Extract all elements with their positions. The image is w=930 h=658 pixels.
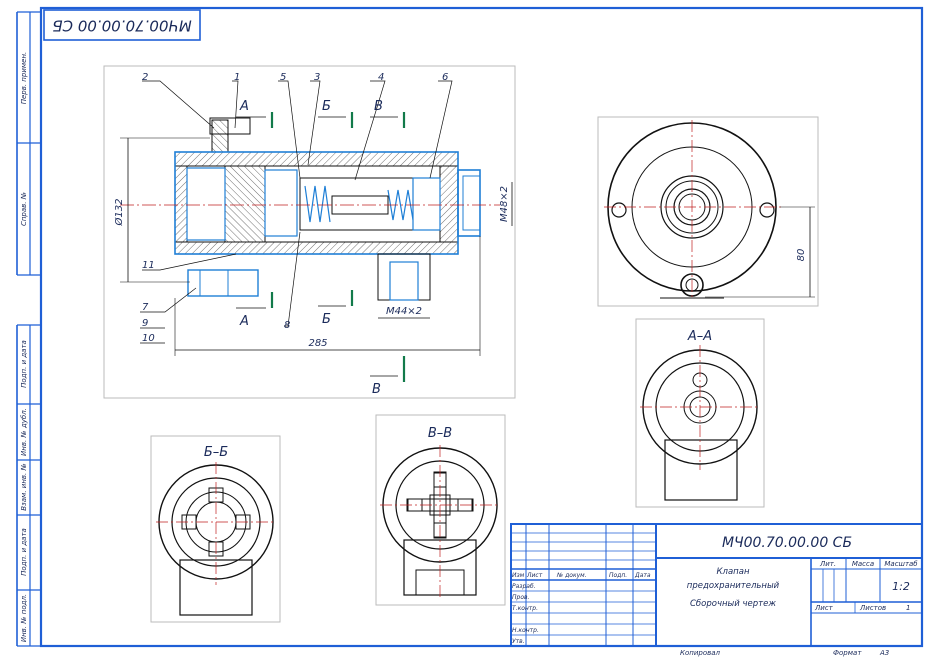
footer-copied: Копировал bbox=[680, 649, 721, 657]
dim-diameter: Ø132 bbox=[113, 199, 125, 227]
col-header-data: Дата bbox=[634, 572, 651, 579]
sheet-frame bbox=[39, 6, 924, 648]
title-name-line-3: Сборочный чертеж bbox=[690, 599, 776, 609]
margin-label-6: Подп. и дата bbox=[20, 528, 28, 576]
title-name-line-1: Клапан bbox=[717, 567, 750, 577]
callout-10: 10 bbox=[142, 333, 155, 344]
section-aa: А–А bbox=[640, 329, 760, 501]
scale-label: Масштаб bbox=[884, 560, 918, 568]
left-margin-strip: Перв. примен. Справ. № Подп. и дата Инв.… bbox=[16, 11, 41, 647]
title-name-line-2: предохранительный bbox=[687, 581, 780, 591]
col-header-docum: № докум. bbox=[556, 572, 587, 579]
margin-label-4: Инв. № дубл. bbox=[20, 408, 28, 456]
dim-length: 285 bbox=[308, 338, 327, 349]
scale-value: 1:2 bbox=[892, 580, 910, 593]
view-frames bbox=[103, 65, 819, 623]
margin-label-3: Подп. и дата bbox=[20, 340, 28, 388]
sheets-value: 1 bbox=[906, 604, 910, 612]
mass-label: Масса bbox=[852, 560, 874, 568]
main-section-view: 2 1 5 3 4 6 11 7 9 10 8 А Б В А bbox=[113, 72, 513, 397]
row-label-utv: Утв. bbox=[512, 638, 525, 645]
row-label-nkontr: Н.контр. bbox=[512, 627, 539, 634]
callout-11: 11 bbox=[142, 260, 155, 271]
section-letter-v-top: В bbox=[374, 99, 383, 114]
margin-label-2: Справ. № bbox=[20, 192, 28, 226]
corner-code: МЧ00.70.00.00 СБ bbox=[52, 17, 191, 35]
end-view: 80 bbox=[604, 120, 815, 300]
col-header-podp: Подп. bbox=[609, 572, 627, 579]
callout-8: 8 bbox=[284, 320, 290, 331]
title-block: МЧ00.70.00.00 СБ Клапан предохранительны… bbox=[510, 523, 923, 657]
sheets-label: Листов bbox=[859, 604, 886, 612]
corner-code-box: МЧ00.70.00.00 СБ bbox=[43, 9, 201, 41]
margin-label-5: Взам. инв. № bbox=[20, 463, 28, 511]
callout-4: 4 bbox=[378, 72, 384, 83]
col-header-list: Лист bbox=[526, 572, 543, 579]
end-view-dimension: 80 bbox=[796, 249, 807, 262]
section-vv: В–В bbox=[380, 426, 500, 600]
sheet-label: Лист bbox=[814, 604, 834, 612]
section-bb-title: Б–Б bbox=[204, 445, 228, 460]
row-label-razrab: Разраб. bbox=[512, 583, 536, 590]
dim-thread-bottom: М44×2 bbox=[386, 306, 422, 317]
footer-format-label: Формат bbox=[833, 649, 862, 657]
callout-2: 2 bbox=[142, 72, 148, 83]
footer-format-value: А3 bbox=[879, 649, 889, 657]
row-label-tkontr: Т.контр. bbox=[512, 605, 538, 612]
callout-5: 5 bbox=[280, 72, 286, 83]
section-bb: Б–Б bbox=[156, 445, 276, 616]
section-letter-b-bottom: Б bbox=[322, 312, 331, 327]
dim-thread-right: М48×2 bbox=[499, 186, 510, 222]
section-vv-title: В–В bbox=[428, 426, 452, 441]
section-aa-title: А–А bbox=[687, 329, 712, 344]
section-letter-a-bottom: А bbox=[239, 314, 249, 329]
title-designation: МЧ00.70.00.00 СБ bbox=[722, 535, 852, 551]
lit-label: Лит. bbox=[819, 560, 836, 568]
callout-1: 1 bbox=[234, 72, 240, 83]
section-letter-b-top: Б bbox=[322, 99, 331, 114]
callout-3: 3 bbox=[314, 72, 320, 83]
callout-6: 6 bbox=[442, 72, 448, 83]
section-cut-marks bbox=[270, 112, 406, 382]
row-label-prov: Пров. bbox=[512, 594, 530, 601]
margin-label-7: Инв. № подл. bbox=[20, 594, 28, 642]
callout-7: 7 bbox=[142, 302, 149, 313]
margin-label-1: Перв. примен. bbox=[20, 52, 28, 105]
section-letter-a-top: А bbox=[239, 99, 249, 114]
section-letter-v-bottom: В bbox=[372, 382, 381, 397]
col-header-izm: Изм bbox=[512, 572, 525, 579]
callout-9: 9 bbox=[142, 318, 148, 329]
